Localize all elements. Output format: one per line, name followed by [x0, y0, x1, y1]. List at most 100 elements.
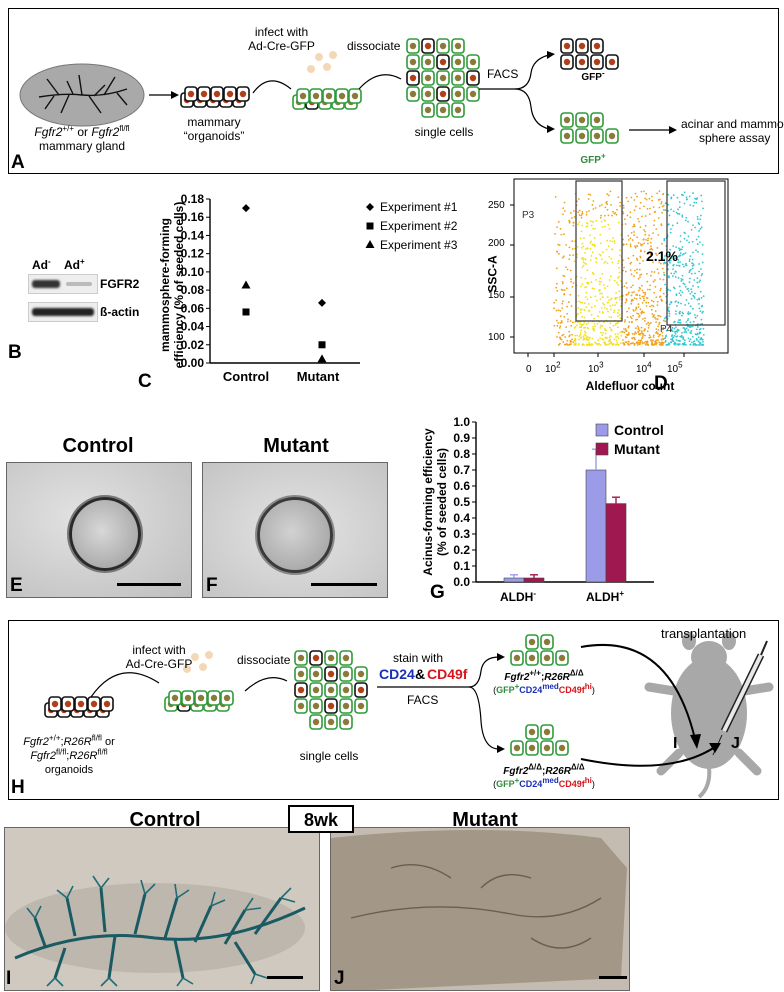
legend-label: Experiment #3 — [380, 238, 458, 252]
cell-nucleus — [357, 670, 365, 678]
cell-nucleus — [312, 670, 320, 678]
ytick-label: 0.02 — [181, 338, 205, 352]
site-i-label: I — [673, 735, 678, 752]
facs-label: FACS — [487, 67, 519, 81]
cell-nucleus — [223, 694, 231, 702]
cell-nucleus — [342, 702, 350, 710]
virus-particle — [205, 651, 213, 659]
acinus-sphere — [257, 497, 333, 573]
cell-nucleus — [563, 42, 571, 50]
panel-letter-d: D — [654, 373, 668, 394]
ytick-label: 0.4 — [453, 511, 470, 525]
h-infect-label: infect with — [132, 643, 186, 657]
data-point — [242, 308, 250, 316]
ytick-label: 0.10 — [181, 265, 205, 279]
cell-nucleus — [327, 718, 335, 726]
cell-nucleus — [424, 106, 432, 114]
gfp-positive-label: GFP+ — [580, 151, 606, 166]
panel-j-title: Mutant — [452, 809, 518, 831]
cell-nucleus — [563, 58, 571, 66]
h-top-genotype: Fgfr2+/+;R26RΔ/Δ — [504, 668, 584, 683]
ytick-label: 0.9 — [453, 431, 470, 445]
aldefluor-label: Aldefluor count — [585, 379, 675, 393]
cell-nucleus — [563, 116, 571, 124]
cell-nucleus — [578, 58, 586, 66]
cell-nucleus — [197, 694, 205, 702]
ytick-label: 0.00 — [181, 356, 205, 370]
acinus-photo-mutant — [202, 462, 388, 598]
data-point — [317, 354, 327, 363]
cell-nucleus — [312, 654, 320, 662]
cell-nucleus — [454, 58, 462, 66]
gate-p4-label: P4 — [660, 324, 673, 335]
cell-nucleus — [528, 728, 536, 736]
cell-nucleus — [513, 654, 521, 662]
cell-nucleus — [593, 132, 601, 140]
category-label: ALDH- — [500, 589, 536, 605]
cell-nucleus — [409, 42, 417, 50]
legend-label: Control — [614, 422, 664, 438]
panel-h: infect with Ad-Cre-GFP dissociate single… — [8, 620, 779, 800]
legend-swatch — [595, 442, 609, 456]
h-facs-label: FACS — [407, 693, 439, 707]
h-organoid-genotype-2: Fgfr2fl/fl;R26Rfl/fl — [30, 747, 108, 762]
cell-nucleus — [327, 670, 335, 678]
cell-nucleus — [454, 90, 462, 98]
ytick-label: 1.0 — [453, 415, 470, 429]
cell-nucleus — [608, 58, 616, 66]
cell-nucleus — [558, 654, 566, 662]
acinus-sphere — [69, 497, 141, 571]
panel-letter-b: B — [8, 342, 22, 363]
cell-nucleus — [357, 686, 365, 694]
ytick-label: 200 — [488, 238, 505, 249]
gate-p3-label: P3 — [522, 210, 535, 221]
cell-nucleus — [77, 700, 85, 708]
panel-a: Fgfr2+/+ or Fgfr2fl/fl mammary gland mam… — [8, 8, 784, 174]
ytick-label: 100 — [488, 332, 505, 343]
panel-e-title: Control — [62, 435, 134, 457]
ytick-label: 0.14 — [181, 228, 205, 242]
cell-nucleus — [424, 74, 432, 82]
gland-genotype-label: Fgfr2+/+ or Fgfr2fl/fl — [34, 124, 130, 140]
mammosphere-chart: 0.000.020.040.060.080.100.120.140.160.18… — [181, 192, 458, 384]
mouse-illustration — [644, 632, 774, 799]
western-blot-actin — [28, 302, 98, 322]
xtick-label: 105 — [667, 360, 683, 375]
legend-marker — [366, 203, 374, 211]
data-point — [241, 280, 251, 289]
data-point — [318, 341, 326, 349]
category-label: Mutant — [297, 369, 340, 384]
cell-nucleus — [312, 702, 320, 710]
single-cells-label: single cells — [414, 125, 474, 139]
assay-label: acinar and mammo- — [681, 117, 784, 131]
ytick-label: 0.08 — [181, 283, 205, 297]
scale-bar — [117, 583, 181, 586]
amp-label: & — [415, 666, 426, 682]
cell-nucleus — [578, 42, 586, 50]
cell-nucleus — [454, 74, 462, 82]
cell-nucleus — [297, 702, 305, 710]
ssc-label: SSC-A — [485, 255, 500, 293]
bar — [503, 577, 525, 583]
xtick-label: 102 — [545, 360, 561, 375]
whole-mount-mutant — [330, 827, 630, 991]
cell-nucleus — [528, 654, 536, 662]
gate-p4 — [666, 180, 726, 326]
category-label: ALDH+ — [586, 589, 624, 605]
panel-ij: Control Mutant 8 — [0, 805, 784, 992]
scale-bar — [311, 583, 377, 586]
cell-nucleus — [325, 92, 333, 100]
cell-nucleus — [51, 700, 59, 708]
plot-frame — [513, 178, 729, 354]
gate-p3 — [575, 180, 623, 322]
cell-nucleus — [342, 718, 350, 726]
virus-label: Ad-Cre-GFP — [248, 39, 315, 53]
bar — [523, 577, 545, 583]
cell-nucleus — [469, 58, 477, 66]
panel-letter-e: E — [10, 575, 23, 596]
scale-bar — [599, 976, 627, 979]
virus-particle — [307, 65, 315, 73]
cd49f-label: CD49f — [427, 666, 468, 682]
